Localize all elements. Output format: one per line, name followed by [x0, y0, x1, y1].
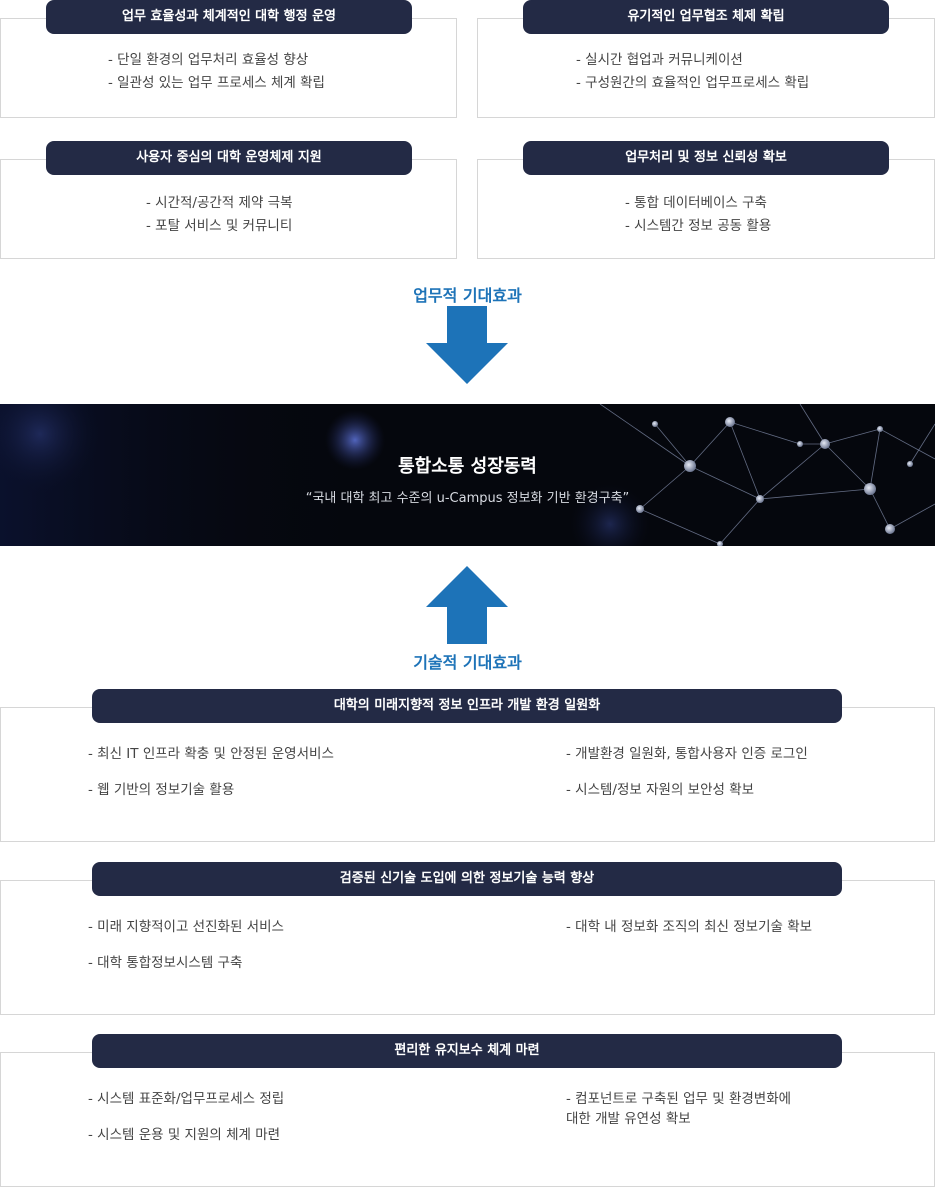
bottom-box-3-right: - 컴포넌트로 구축된 업무 및 환경변화에 대한 개발 유연성 확보 [566, 1089, 791, 1145]
list-item: - 최신 IT 인프라 확충 및 안정된 운영서비스 [88, 746, 334, 762]
top-box-1-items: - 단일 환경의 업무처리 효율성 향상 - 일관성 있는 업무 프로세스 체계… [108, 49, 325, 95]
arrow-up-icon [426, 566, 508, 644]
list-item: - 대학 통합정보시스템 구축 [88, 955, 243, 971]
list-item: - 대학 내 정보화 조직의 최신 정보기술 확보 [566, 919, 813, 935]
bottom-box-2-title: 검증된 신기술 도입에 의한 정보기술 능력 향상 [92, 862, 842, 896]
top-box-4-items: - 통합 데이터베이스 구축 - 시스템간 정보 공동 활용 [625, 192, 771, 238]
bottom-box-2-right: - 대학 내 정보화 조직의 최신 정보기술 확보 [566, 917, 812, 953]
list-item: - 미래 지향적이고 선진화된 서비스 [88, 919, 284, 935]
list-item: - 시스템간 정보 공동 활용 [625, 218, 772, 234]
banner-subtitle: “국내 대학 최고 수준의 u-Campus 정보화 기반 환경구축” [305, 491, 630, 506]
list-item: - 시스템 운용 및 지원의 체계 마련 [88, 1127, 281, 1143]
top-box-3 [0, 159, 457, 259]
bottom-box-3-left: - 시스템 표준화/업무프로세스 정립 - 시스템 운용 및 지원의 체계 마련 [88, 1089, 284, 1161]
list-item: - 통합 데이터베이스 구축 [625, 195, 767, 211]
list-item: - 단일 환경의 업무처리 효율성 향상 [108, 52, 309, 68]
bottom-box-3-title: 편리한 유지보수 체계 마련 [92, 1034, 842, 1068]
top-box-2 [477, 18, 935, 118]
bottom-box-2 [0, 880, 935, 1015]
bottom-box-1-title: 대학의 미래지향적 정보 인프라 개발 환경 일원화 [92, 689, 842, 723]
list-item: - 포탈 서비스 및 커뮤니티 [146, 218, 293, 234]
banner-title: 통합소통 성장동력 [398, 456, 537, 477]
top-box-2-title: 유기적인 업무협조 체제 확립 [523, 0, 889, 34]
top-box-4-title: 업무처리 및 정보 신뢰성 확보 [523, 141, 889, 175]
top-box-3-items: - 시간적/공간적 제약 극복 - 포탈 서비스 및 커뮤니티 [146, 192, 293, 238]
bottom-box-3 [0, 1052, 935, 1187]
bottom-box-1 [0, 707, 935, 842]
list-item: - 실시간 협업과 커뮤니케이션 [576, 52, 743, 68]
business-effect-label: 업무적 기대효과 [413, 286, 522, 305]
list-item: - 개발환경 일원화, 통합사용자 인증 로그인 [566, 746, 808, 762]
network-background-image [0, 404, 935, 546]
top-box-1-title: 업무 효율성과 체계적인 대학 행정 운영 [46, 0, 412, 34]
list-item: - 컴포넌트로 구축된 업무 및 환경변화에 대한 개발 유연성 확보 [566, 1091, 792, 1127]
list-item: - 일관성 있는 업무 프로세스 체계 확립 [108, 75, 325, 91]
list-item: - 웹 기반의 정보기술 활용 [88, 782, 235, 798]
top-box-2-items: - 실시간 협업과 커뮤니케이션 - 구성원간의 효율적인 업무프로세스 확립 [576, 49, 809, 95]
list-item: - 시스템 표준화/업무프로세스 정립 [88, 1091, 285, 1107]
list-item: - 시간적/공간적 제약 극복 [146, 195, 293, 211]
list-item: - 구성원간의 효율적인 업무프로세스 확립 [576, 75, 810, 91]
bottom-box-1-left: - 최신 IT 인프라 확충 및 안정된 운영서비스 - 웹 기반의 정보기술 … [88, 744, 334, 816]
arrow-down-icon [426, 306, 508, 384]
list-item: - 시스템/정보 자원의 보안성 확보 [566, 782, 755, 798]
top-box-4 [477, 159, 935, 259]
banner [0, 404, 935, 546]
bottom-box-2-left: - 미래 지향적이고 선진화된 서비스 - 대학 통합정보시스템 구축 [88, 917, 284, 989]
top-box-3-title: 사용자 중심의 대학 운영체제 지원 [46, 141, 412, 175]
tech-effect-label: 기술적 기대효과 [413, 653, 522, 672]
bottom-box-1-right: - 개발환경 일원화, 통합사용자 인증 로그인 - 시스템/정보 자원의 보안… [566, 744, 808, 816]
top-box-1 [0, 18, 457, 118]
